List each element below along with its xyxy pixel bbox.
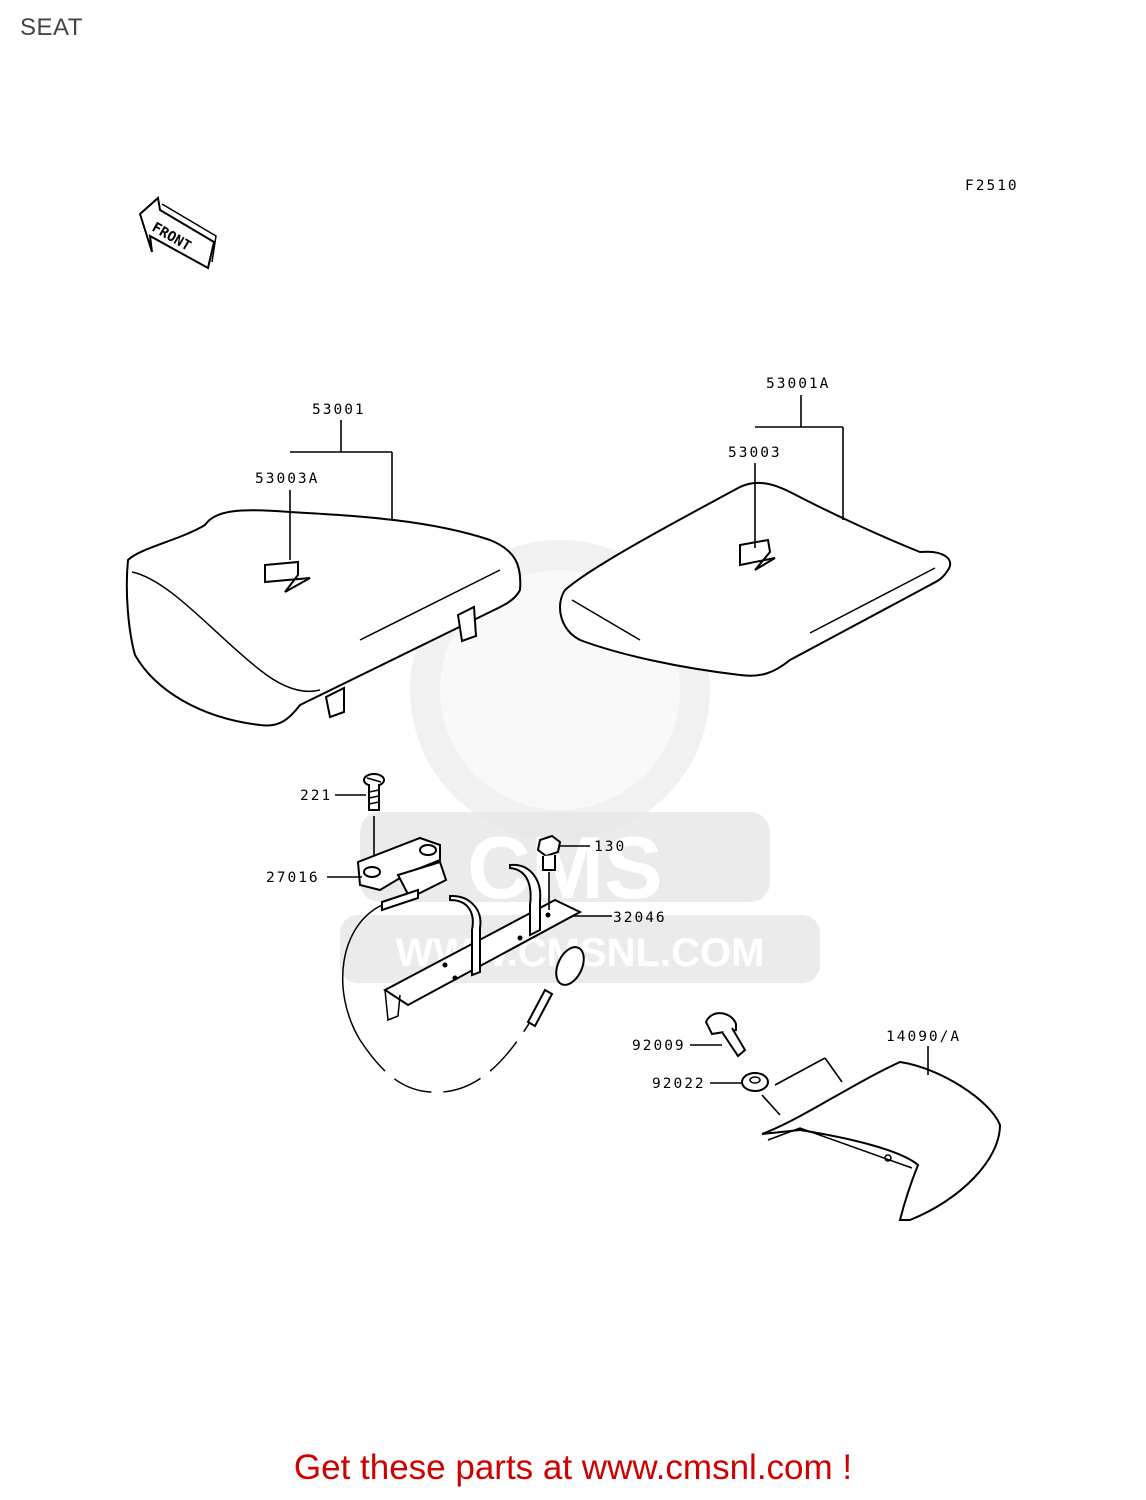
grommet-92022 xyxy=(741,1072,769,1092)
figure-code: F2510 xyxy=(965,178,1019,194)
cms-parts-link[interactable]: Get these parts at www.cmsnl.com ! xyxy=(293,1448,853,1487)
label-53001: 53001 xyxy=(312,402,366,418)
label-53003A: 53003A xyxy=(255,471,319,487)
seat-cover-14090A xyxy=(761,1060,1002,1221)
label-92022: 92022 xyxy=(652,1076,706,1092)
label-221: 221 xyxy=(300,788,332,804)
label-14090A: 14090/A xyxy=(886,1029,961,1045)
lock-cable xyxy=(342,904,585,1093)
rear-seat xyxy=(559,481,952,677)
label-130: 130 xyxy=(594,839,626,855)
seat-lock-27016 xyxy=(356,836,448,912)
label-53001A: 53001A xyxy=(766,376,830,392)
front-arrow-icon: FRONT xyxy=(138,196,217,270)
label-leaders xyxy=(289,395,929,1116)
label-32046: 32046 xyxy=(613,910,667,926)
label-27016: 27016 xyxy=(266,870,320,886)
seat-bracket-32046 xyxy=(383,863,583,1022)
bolt-130 xyxy=(536,834,562,871)
screw-92009 xyxy=(704,1012,747,1058)
page-title: SEAT xyxy=(20,14,83,41)
watermark-logo-text: CMS xyxy=(467,818,663,917)
screw-221 xyxy=(363,773,385,811)
label-53003: 53003 xyxy=(728,445,782,461)
front-seat xyxy=(125,509,522,727)
label-92009: 92009 xyxy=(632,1038,686,1054)
